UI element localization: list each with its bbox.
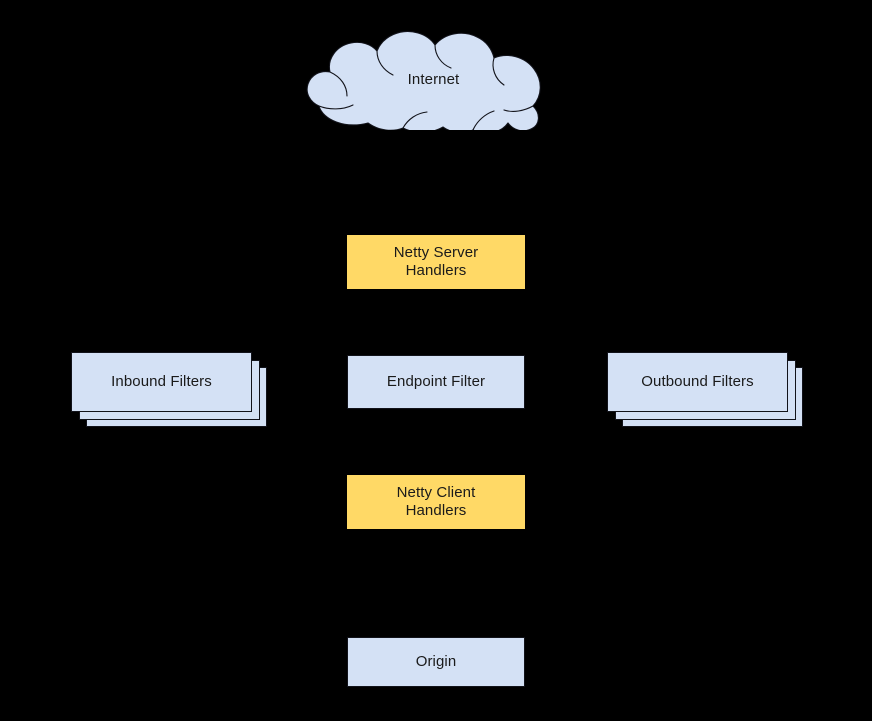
node-inbound-filters-label: Inbound Filters	[71, 352, 252, 412]
node-netty-client-handlers[interactable]: Netty Client Handlers	[347, 475, 525, 529]
node-outbound-filters[interactable]: Outbound Filters	[607, 352, 803, 427]
cloud-icon	[306, 31, 541, 130]
node-outbound-filters-label: Outbound Filters	[607, 352, 788, 412]
node-inbound-filters[interactable]: Inbound Filters	[71, 352, 267, 427]
node-origin[interactable]: Origin	[347, 637, 525, 687]
edge-netty-server-to-inbound	[160, 289, 437, 352]
node-internet[interactable]: Internet	[305, 30, 562, 130]
node-endpoint-filter[interactable]: Endpoint Filter	[347, 355, 525, 409]
node-netty-server-handlers[interactable]: Netty Server Handlers	[347, 235, 525, 289]
